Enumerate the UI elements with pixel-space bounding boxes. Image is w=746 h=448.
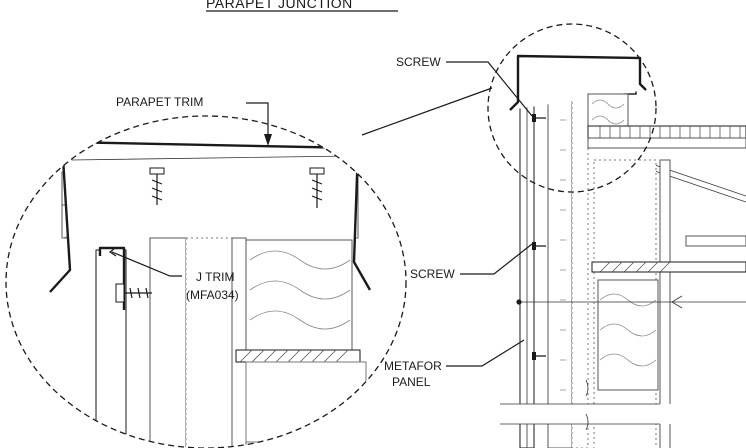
label-parapet-trim: PARAPET TRIM: [116, 95, 203, 109]
drawing-title: PARAPET JUNCTION: [206, 0, 353, 11]
leader-screw-mid: [460, 243, 533, 275]
label-screw-mid: SCREW: [410, 267, 455, 281]
detail-circle-small: [487, 23, 657, 193]
leader-metafor-panel: [446, 339, 525, 367]
leader-screw-top: [446, 61, 533, 117]
j-trim-screw: [115, 283, 152, 303]
cap-screw-right: [309, 167, 325, 208]
detail-connector-line: [361, 87, 493, 136]
label-j-trim: J TRIM: [196, 270, 234, 284]
section-view: [500, 54, 746, 448]
detail-circle-large: [5, 115, 407, 448]
leader-j-trim: [111, 251, 182, 277]
label-j-trim-code: (MFA034): [186, 288, 239, 302]
label-metafor-panel-line2: PANEL: [392, 375, 431, 389]
label-screw-top: SCREW: [396, 55, 441, 69]
leader-parapet-trim: [246, 102, 269, 144]
cap-screw-left: [149, 167, 165, 205]
label-metafor-panel: METAFOR: [384, 359, 442, 373]
